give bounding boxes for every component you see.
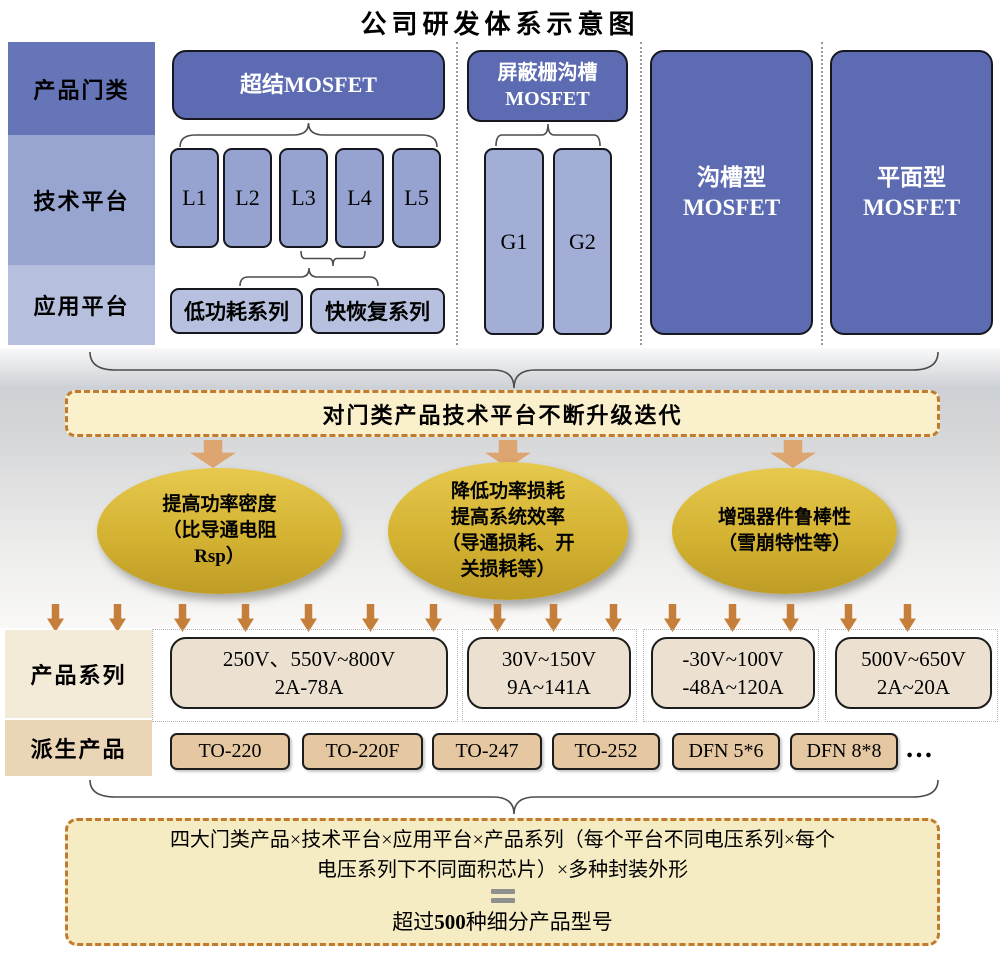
platform-label: G1 [500, 228, 528, 254]
summary-line-2: 电压系列下不同面积芯片）×多种封装外形 [316, 859, 689, 882]
brace-up [240, 268, 378, 286]
row-label-product-series: 产品系列 [5, 630, 152, 718]
category-planar-mosfet: 平面型 MOSFET [830, 50, 993, 335]
product-series-planar: 500V~650V 2A~20A [835, 637, 992, 709]
category-label: 超结MOSFET [240, 71, 377, 97]
summary-result-number: 500 [434, 910, 466, 935]
brace-down-large [90, 780, 938, 814]
divider [640, 42, 642, 345]
series-current: 2A~20A [876, 675, 951, 699]
divider [456, 42, 458, 345]
tech-platform-l5: L5 [392, 148, 441, 248]
product-series-sgt: 30V~150V 9A~141A [467, 637, 631, 709]
package-to-247: TO-247 [432, 733, 542, 770]
package-label: DFN 8*8 [806, 740, 882, 762]
platform-label: L1 [182, 185, 207, 210]
goal-line: 提高系统效率 [450, 506, 565, 528]
series-column-frame [643, 629, 819, 722]
tech-platform-l2: L2 [223, 148, 272, 248]
upgrade-banner: 对门类产品技术平台不断升级迭代 [65, 390, 940, 437]
package-label: TO-220F [325, 740, 400, 762]
category-label: 屏蔽栅沟槽 [497, 62, 598, 84]
row-label-derived-products: 派生产品 [5, 720, 152, 776]
tech-platform-l1: L1 [170, 148, 219, 248]
category-label: MOSFET [505, 88, 590, 110]
goal-robustness: 增强器件鲁棒性 （雪崩特性等） [672, 468, 897, 594]
app-platform-low-power: 低功耗系列 [170, 288, 303, 334]
package-label: DFN 5*6 [688, 740, 764, 762]
summary-line-1: 四大门类产品×技术平台×应用平台×产品系列（每个平台不同电压系列×每个 [169, 829, 836, 852]
summary-result-suffix: 种细分产品型号 [465, 910, 613, 935]
platform-label: L5 [404, 185, 429, 210]
more-packages-ellipsis: … [905, 733, 935, 764]
series-voltage: -30V~100V [682, 646, 784, 671]
category-label: 平面型 [877, 164, 946, 190]
tech-platform-g2: G2 [553, 148, 612, 335]
tech-platform-l4: L4 [335, 148, 384, 248]
row-label-product-category: 产品门类 [8, 42, 155, 135]
platform-label: L3 [291, 185, 316, 210]
series-column-frame [462, 629, 637, 722]
series-voltage: 250V、550V~800V [222, 646, 396, 671]
upgrade-banner-text: 对门类产品技术平台不断升级迭代 [322, 402, 683, 428]
category-label: 沟槽型 [697, 164, 766, 190]
goal-line: （导通损耗、开 [441, 533, 575, 554]
brace-down-large [90, 352, 938, 388]
goal-line: 降低功率损耗 [450, 480, 565, 502]
series-voltage: 500V~650V [861, 646, 966, 671]
series-voltage: 30V~150V [501, 646, 597, 671]
category-label: MOSFET [682, 194, 781, 220]
package-to-220f: TO-220F [302, 733, 423, 770]
goal-line: （雪崩特性等） [717, 533, 851, 554]
summary-box: 四大门类产品×技术平台×应用平台×产品系列（每个平台不同电压系列×每个 电压系列… [65, 818, 940, 946]
goal-line: 增强器件鲁棒性 [717, 506, 851, 528]
series-current: 2A-78A [274, 675, 344, 699]
app-platform-label: 低功耗系列 [184, 300, 289, 324]
platform-label: L2 [235, 185, 260, 210]
package-dfn-5x6: DFN 5*6 [672, 733, 780, 770]
goal-line: 关损耗等） [460, 559, 556, 581]
product-series-super-junction: 250V、550V~800V 2A-78A [170, 637, 448, 709]
package-dfn-8x8: DFN 8*8 [790, 733, 898, 770]
series-column-frame [152, 629, 458, 722]
series-column-frame [825, 629, 998, 722]
divider [821, 42, 823, 345]
app-platform-label: 快恢复系列 [325, 300, 430, 324]
category-trench-mosfet: 沟槽型 MOSFET [650, 50, 813, 335]
package-label: TO-247 [455, 740, 519, 762]
brace-up [496, 124, 600, 146]
package-label: TO-252 [574, 740, 638, 762]
series-current: -48A~120A [682, 675, 784, 699]
goal-line: 提高功率密度 [162, 493, 277, 515]
category-label: MOSFET [862, 194, 961, 220]
goal-line: Rsp） [194, 546, 245, 568]
category-shielded-gate-trench-mosfet: 屏蔽栅沟槽 MOSFET [467, 50, 628, 122]
brace-down [301, 251, 365, 266]
category-super-junction-mosfet: 超结MOSFET [172, 50, 445, 120]
tech-platform-g1: G1 [484, 148, 544, 335]
tech-platform-l3: L3 [279, 148, 328, 248]
goal-power-loss: 降低功率损耗 提高系统效率 （导通损耗、开 关损耗等） [388, 462, 628, 600]
package-to-220: TO-220 [170, 733, 290, 770]
summary-result-prefix: 超过 [392, 910, 435, 935]
app-platform-fast-recovery: 快恢复系列 [310, 288, 445, 334]
package-to-252: TO-252 [552, 733, 660, 770]
platform-label: L4 [347, 185, 372, 210]
goal-power-density: 提高功率密度 （比导通电阻 Rsp） [97, 468, 342, 594]
platform-label: G2 [569, 228, 596, 254]
page-title: 公司研发体系示意图 [360, 9, 640, 39]
summary-result: 超过500种细分产品型号 [392, 907, 613, 939]
goal-line: （比导通电阻 [162, 519, 277, 541]
row-label-tech-platform: 技术平台 [8, 135, 155, 265]
brace-up [180, 123, 437, 147]
equals-icon [490, 889, 515, 904]
series-current: 9A~141A [507, 675, 591, 699]
row-label-app-platform: 应用平台 [8, 265, 155, 345]
package-label: TO-220 [198, 740, 262, 762]
product-series-trench: -30V~100V -48A~120A [651, 637, 815, 709]
